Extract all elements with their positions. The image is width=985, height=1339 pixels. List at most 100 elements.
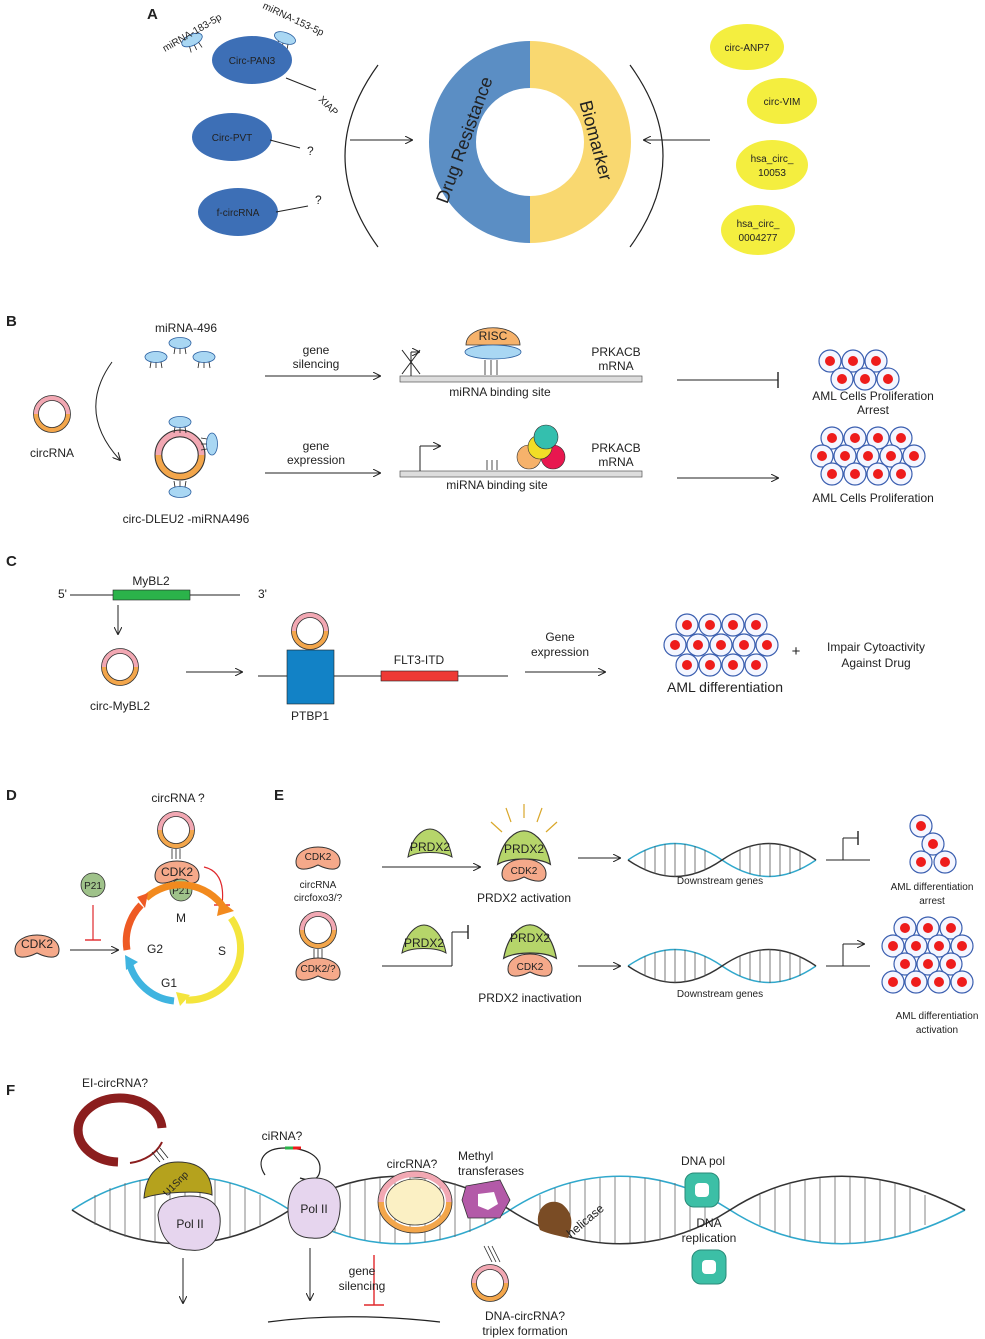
- cell-cluster-e-small: [909, 814, 957, 874]
- f-circrna-node: [198, 188, 278, 236]
- phase-m-label: M: [176, 911, 186, 925]
- panel-e-label: E: [274, 787, 284, 804]
- silencing-label-1: gene: [349, 1264, 376, 1278]
- dna-replication-label-2: replication: [682, 1231, 737, 1245]
- biomarker-label-1: circ-ANP7: [724, 43, 769, 54]
- mirna-icon: [144, 351, 168, 369]
- activation-rays: [490, 804, 558, 833]
- dna-helix-top: [627, 842, 817, 878]
- expression-label-2: expression: [287, 453, 345, 467]
- cdk2-question-label: CDK2/?: [300, 964, 335, 975]
- biomarker-label-4b: 0004277: [739, 233, 778, 244]
- p21-label: P21: [172, 886, 190, 897]
- ptbp1-protein: [286, 649, 335, 705]
- activation-label: PRDX2 activation: [477, 891, 571, 905]
- cell-cluster-c: [663, 613, 779, 677]
- prkacb-mrna-strand: [399, 375, 643, 383]
- circ-pan3-node: [212, 36, 292, 84]
- u1snp-protein: [143, 1161, 213, 1199]
- mirna-icon: [168, 337, 192, 355]
- impair-label-2: Against Drug: [841, 656, 910, 670]
- panel-c: C 5' MyBL2 3' circ-MyBL2 PTBP1 FLT3-ITD …: [6, 553, 925, 723]
- phase-g1-label: G1: [161, 976, 177, 990]
- cirna-label: ciRNA?: [262, 1129, 303, 1143]
- circ-pvt-node: [192, 113, 272, 161]
- arrest-label-2: Arrest: [857, 403, 890, 417]
- p21-label: P21: [84, 881, 102, 892]
- cell-cycle-wheel: [122, 881, 244, 1006]
- biomarker-label-3b: 10053: [758, 168, 786, 179]
- downstream-label: Downstream genes: [677, 989, 763, 1000]
- impair-label-1: Impair Cytoactivity: [827, 640, 925, 654]
- silencing-label-2: silencing: [339, 1279, 386, 1293]
- prdx2-label: PRDX2: [510, 931, 550, 945]
- xiap-label: XIAP: [316, 94, 340, 118]
- dna-helix-bottom: [627, 948, 817, 984]
- downstream-label: Downstream genes: [677, 876, 763, 887]
- methyl-label-2: transferases: [458, 1164, 524, 1178]
- five-prime: 5': [58, 587, 67, 601]
- biomarker-label-4a: hsa_circ_: [737, 219, 780, 230]
- arrest-label-1: AML differentiation: [891, 882, 974, 893]
- cdk2-label: CDK2: [517, 962, 544, 973]
- ring-biomarker: [530, 41, 631, 243]
- circrna-icon: [300, 912, 337, 949]
- dna-pol-label: DNA pol: [681, 1154, 725, 1168]
- circ-pan3-label: Circ-PAN3: [229, 56, 276, 67]
- panel-d-label: D: [6, 787, 17, 804]
- panel-b: B miRNA-496 circRNA circ-DLEU2 -miRNA496…: [6, 313, 934, 526]
- question-mark: ?: [315, 193, 322, 207]
- activation-label-1: AML differentiation: [896, 1011, 979, 1022]
- mirna-icon: [192, 351, 216, 369]
- silencing-label-1: gene: [303, 343, 330, 357]
- pol-ii-label: Pol II: [176, 1217, 203, 1231]
- phase-s-label: S: [218, 944, 226, 958]
- gene-expression-label-1: Gene: [545, 630, 575, 644]
- risc-complex: [465, 327, 521, 346]
- prdx2-label: PRDX2: [410, 840, 450, 854]
- biomarker-node: [721, 205, 795, 255]
- biomarker-node: [747, 78, 817, 124]
- mirna-153-label: miRNA-153-5p: [261, 1, 326, 39]
- flt3-label: FLT3-ITD: [394, 653, 445, 667]
- flt3-itd-gene: [380, 670, 459, 682]
- triplex-label-2: triplex formation: [482, 1324, 567, 1338]
- ei-circrna-icon: [73, 1093, 167, 1167]
- cell-cluster-e-large: [881, 916, 974, 994]
- circrna-label-2: circfoxo3/?: [294, 893, 343, 904]
- inactivation-label: PRDX2 inactivation: [478, 991, 581, 1005]
- biomarker-label-2: circ-VIM: [764, 97, 801, 108]
- circ-mybl2-label: circ-MyBL2: [90, 699, 150, 713]
- circ-pvt-label: Circ-PVT: [212, 133, 253, 144]
- cell-cluster-small: [818, 349, 900, 391]
- f-circrna-label: f-circRNA: [217, 208, 260, 219]
- activation-label-2: activation: [916, 1025, 958, 1036]
- circrna-icon: [158, 812, 195, 849]
- ei-circrna-label: EI-circRNA?: [82, 1076, 148, 1090]
- ptbp1-label: PTBP1: [291, 709, 329, 723]
- circrna-icon: [378, 1171, 452, 1203]
- pol-ii-protein: [157, 1195, 221, 1251]
- circ-dleu2-label: circ-DLEU2 -miRNA496: [123, 512, 250, 526]
- methyl-label-1: Methyl: [458, 1149, 493, 1163]
- circrna-icon: [292, 613, 329, 650]
- mirna-icon: [168, 480, 192, 498]
- pol-ii-label: Pol II: [300, 1202, 327, 1216]
- prkacb-label-1: PRKACB: [591, 441, 640, 455]
- bracket-right: [629, 64, 664, 248]
- circrna-icon: [34, 396, 71, 433]
- panel-c-label: C: [6, 553, 17, 570]
- circ-mybl2-icon: [102, 649, 139, 686]
- panel-b-label: B: [6, 313, 17, 330]
- question-mark: ?: [307, 144, 314, 158]
- circrna-label: circRNA: [30, 446, 74, 460]
- panel-a-label: A: [147, 6, 158, 23]
- arrest-label-1: AML Cells Proliferation: [812, 389, 934, 403]
- panel-d: D circRNA ? CDK2 P21 P21 CDK2 M S: [6, 787, 244, 1006]
- prkacb-label-1: PRKACB: [591, 345, 640, 359]
- circrna-question-label: circRNA?: [387, 1157, 438, 1171]
- mybl2-label: MyBL2: [132, 574, 170, 588]
- binding-site-label: miRNA binding site: [446, 478, 548, 492]
- circrna-label-1: circRNA: [300, 880, 337, 891]
